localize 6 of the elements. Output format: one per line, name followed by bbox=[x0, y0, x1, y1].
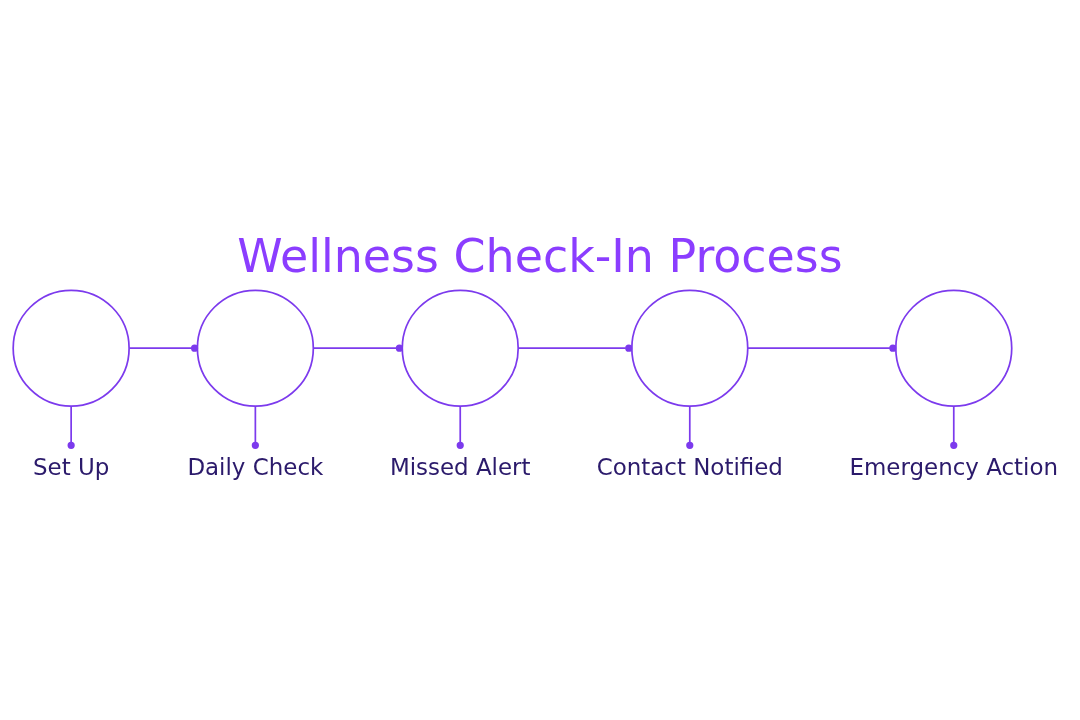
node-text: Daily Check bbox=[187, 453, 324, 480]
node-text: Missed Alert bbox=[389, 453, 531, 480]
diagram-title: Wellness Check-In Process bbox=[237, 228, 843, 283]
node-text: Contact Notified bbox=[596, 453, 783, 480]
node-text: Emergency Action bbox=[849, 453, 1059, 480]
node-text: Set Up bbox=[32, 453, 110, 480]
